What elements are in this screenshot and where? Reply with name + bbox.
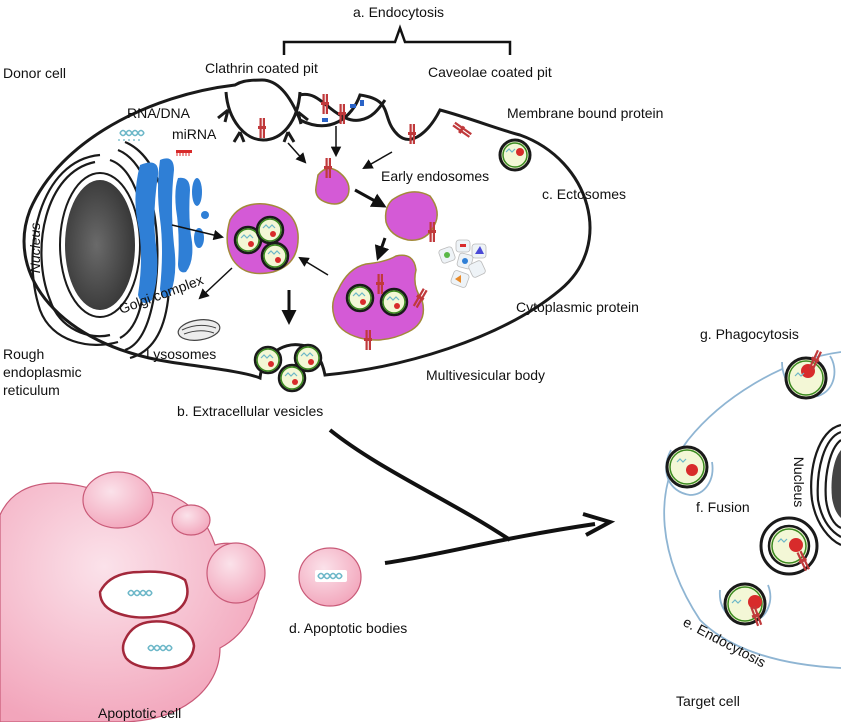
label-apoptotic-cell: Apoptotic cell — [98, 705, 181, 721]
golgi-complex — [135, 158, 209, 304]
label-rna-dna: RNA/DNA — [127, 105, 191, 121]
early-endosome-small — [315, 158, 350, 205]
label-fusion: f. Fusion — [696, 499, 750, 515]
label-caveolae-pit: Caveolae coated pit — [428, 64, 552, 80]
cytoplasmic-proteins — [438, 239, 487, 288]
label-apoptotic-bodies: d. Apoptotic bodies — [289, 620, 407, 636]
label-lysosomes: Lysosomes — [146, 346, 216, 362]
label-nucleus-donor: Nucleus — [27, 223, 43, 274]
clathrin-coated-pit — [217, 91, 309, 143]
donor-nucleus — [59, 172, 141, 318]
caveolae-coated-pit — [299, 92, 387, 124]
label-cytoplasmic-protein: Cytoplasmic protein — [516, 299, 639, 315]
fusion-vesicle — [665, 445, 714, 496]
label-extracellular-vesicles: b. Extracellular vesicles — [177, 403, 323, 419]
label-early-endosomes: Early endosomes — [381, 168, 489, 184]
label-membrane-protein: Membrane bound protein — [507, 105, 663, 121]
apoptotic-body — [298, 547, 362, 607]
mirna-strand — [176, 150, 192, 156]
label-target-cell: Target cell — [676, 693, 740, 709]
lysosome — [177, 319, 221, 341]
endocytosis-bracket — [282, 24, 512, 55]
label-clathrin-pit: Clathrin coated pit — [205, 60, 318, 76]
target-cell — [663, 349, 841, 669]
early-endosome-large — [384, 191, 438, 242]
label-ectosomes: c. Ectosomes — [542, 186, 626, 202]
phagocytosis-vesicle — [781, 349, 836, 400]
multivesicular-body-inner — [226, 203, 299, 275]
internal-arrows — [171, 126, 393, 325]
label-rough-er-1: Rough — [3, 346, 44, 362]
target-nucleus — [810, 423, 841, 547]
label-donor-cell: Donor cell — [3, 65, 66, 81]
label-multivesicular-body: Multivesicular body — [426, 367, 545, 383]
internalized-vesicle — [759, 516, 819, 576]
exocytosis-pit — [253, 343, 323, 393]
label-phagocytosis: g. Phagocytosis — [700, 326, 799, 342]
label-mirna: miRNA — [172, 126, 217, 142]
label-rough-er-2: endoplasmic — [3, 364, 82, 380]
ectosome-bud — [498, 138, 532, 172]
label-endocytosis-top: a. Endocytosis — [353, 4, 444, 20]
label-rough-er-3: reticulum — [3, 382, 60, 398]
label-nucleus-target: Nucleus — [791, 457, 807, 508]
flow-arrows — [328, 428, 616, 565]
multivesicular-body-late — [331, 254, 429, 350]
apoptotic-cell — [0, 471, 266, 722]
rna-dna-helix — [118, 129, 145, 141]
endocytosis-vesicle — [719, 582, 772, 627]
